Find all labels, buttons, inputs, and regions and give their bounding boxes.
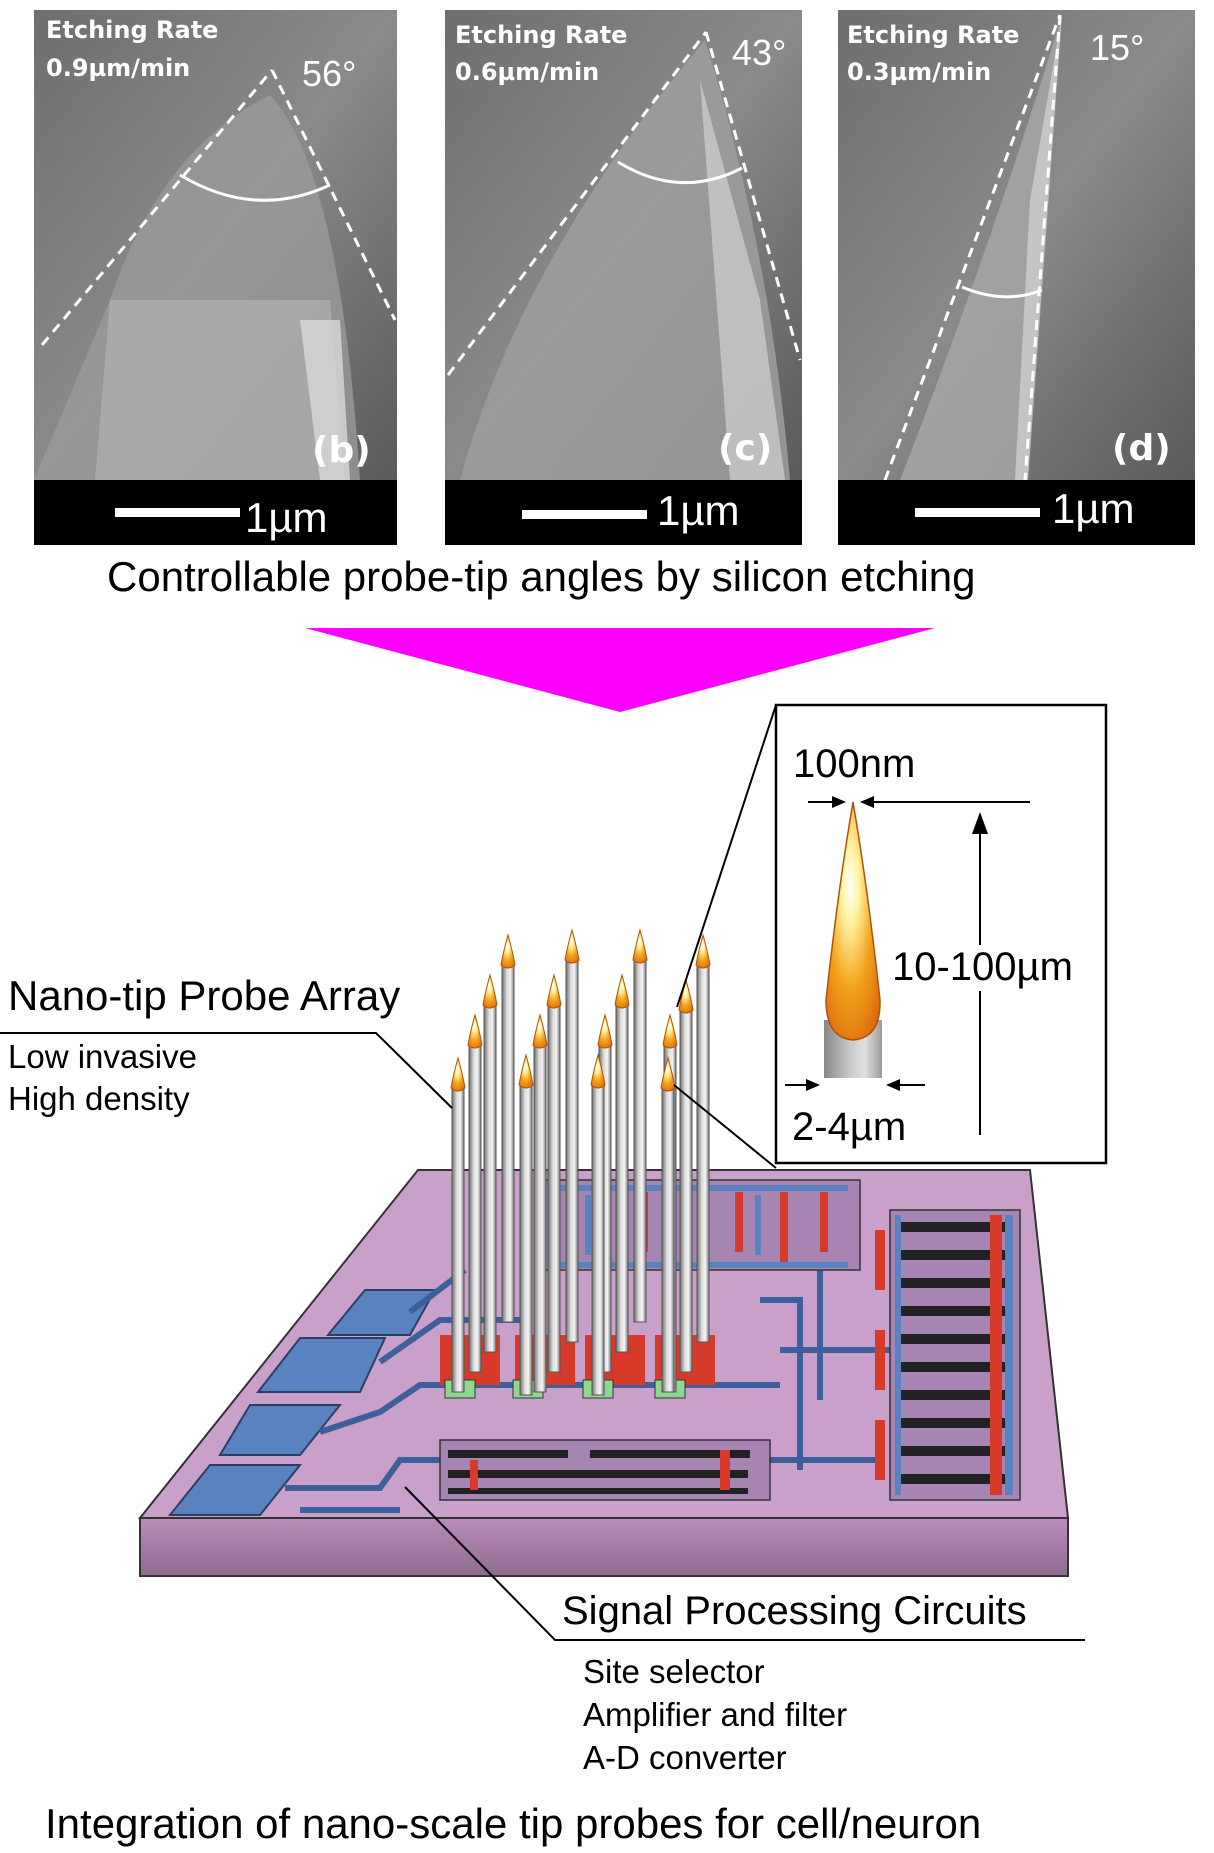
probe-tip [467, 1013, 483, 1049]
panel-d-tag: (d) [1112, 428, 1171, 469]
probe-shaft [591, 1082, 605, 1396]
probe-shaft [661, 1085, 675, 1393]
probe-tip [632, 928, 648, 964]
inset-callout-line-lower [673, 1084, 777, 1169]
probe-shaft [519, 1082, 533, 1396]
panel-c-tag: (c) [718, 428, 772, 469]
caption-bottom: Integration of nano-scale tip probes for… [45, 1800, 981, 1847]
inset-callout-line [676, 704, 777, 1008]
probe-tip [532, 1013, 548, 1049]
circuits-feature-3: A-D converter [583, 1739, 787, 1776]
probe-shaft [451, 1085, 465, 1393]
probe-tip [695, 933, 711, 969]
probe-shaft [547, 1002, 561, 1373]
probe-shaft [633, 957, 647, 1323]
sem-panel-b: Etching Rate 0.9µm/min 56° (b) 1µm [34, 10, 397, 545]
probe-shaft [468, 1042, 482, 1373]
probe-tip [614, 973, 630, 1009]
panel-b-rate-label: Etching Rate [46, 16, 218, 44]
caption-top: Controllable probe-tip angles by silicon… [107, 553, 976, 600]
probe-shaft [696, 962, 710, 1343]
probe-array [450, 928, 711, 1396]
circuits-callout-line [404, 1486, 1085, 1641]
panel-d-scale: 1µm [1052, 485, 1135, 532]
panel-d-rate-label: Etching Rate [847, 21, 1019, 49]
panel-d-angle: 15° [1090, 27, 1144, 68]
probe-array-title: Nano-tip Probe Array [8, 972, 400, 1019]
inset-length: 10-100µm [892, 945, 1073, 989]
panel-b-scale: 1µm [245, 494, 328, 541]
panel-b-tag: (b) [312, 430, 371, 471]
probe-array-callout-line [0, 1032, 453, 1109]
sem-panel-d: Etching Rate 0.3µm/min 15° (d) 1µm [838, 10, 1195, 545]
probe-tip [678, 978, 694, 1014]
probe-shaft [565, 957, 579, 1343]
probe-shaft [483, 1002, 497, 1353]
panel-b-rate-value: 0.9µm/min [46, 54, 190, 82]
panel-c-scale: 1µm [657, 487, 740, 534]
sem-panel-c: Etching Rate 0.6µm/min 43° (c) 1µm [445, 10, 802, 545]
probe-tip [660, 1056, 676, 1092]
inset-tip-detail: 100nm 10-100µm 2-4µm [774, 703, 1108, 1165]
probe-tip [662, 1013, 678, 1049]
inset-base-width: 2-4µm [792, 1105, 906, 1149]
circuits-title: Signal Processing Circuits [562, 1589, 1027, 1633]
probe-shaft [533, 1042, 547, 1393]
panel-c-angle: 43° [732, 32, 786, 73]
probe-tip [450, 1056, 466, 1092]
inset-tip-width: 100nm [793, 742, 915, 786]
probe-shaft [501, 962, 515, 1323]
probe-array-feature-2: High density [8, 1080, 190, 1117]
panel-b-angle: 56° [302, 53, 356, 94]
circuits-feature-1: Site selector [583, 1653, 765, 1690]
probe-tip [590, 1053, 606, 1089]
circuits-feature-2: Amplifier and filter [583, 1696, 847, 1733]
panel-d-rate-value: 0.3µm/min [847, 58, 991, 86]
probe-tip [597, 1013, 613, 1049]
probe-shaft [615, 1002, 629, 1353]
down-arrow-icon [305, 628, 935, 712]
probe-tip [564, 928, 580, 964]
panel-c-rate-value: 0.6µm/min [455, 58, 599, 86]
probe-tip [500, 933, 516, 969]
panel-c-rate-label: Etching Rate [455, 21, 627, 49]
probe-array-feature-1: Low invasive [8, 1038, 197, 1075]
probe-tip [482, 973, 498, 1009]
probe-tip [546, 973, 562, 1009]
probe-shaft [679, 1007, 693, 1373]
probe-tip [518, 1053, 534, 1089]
